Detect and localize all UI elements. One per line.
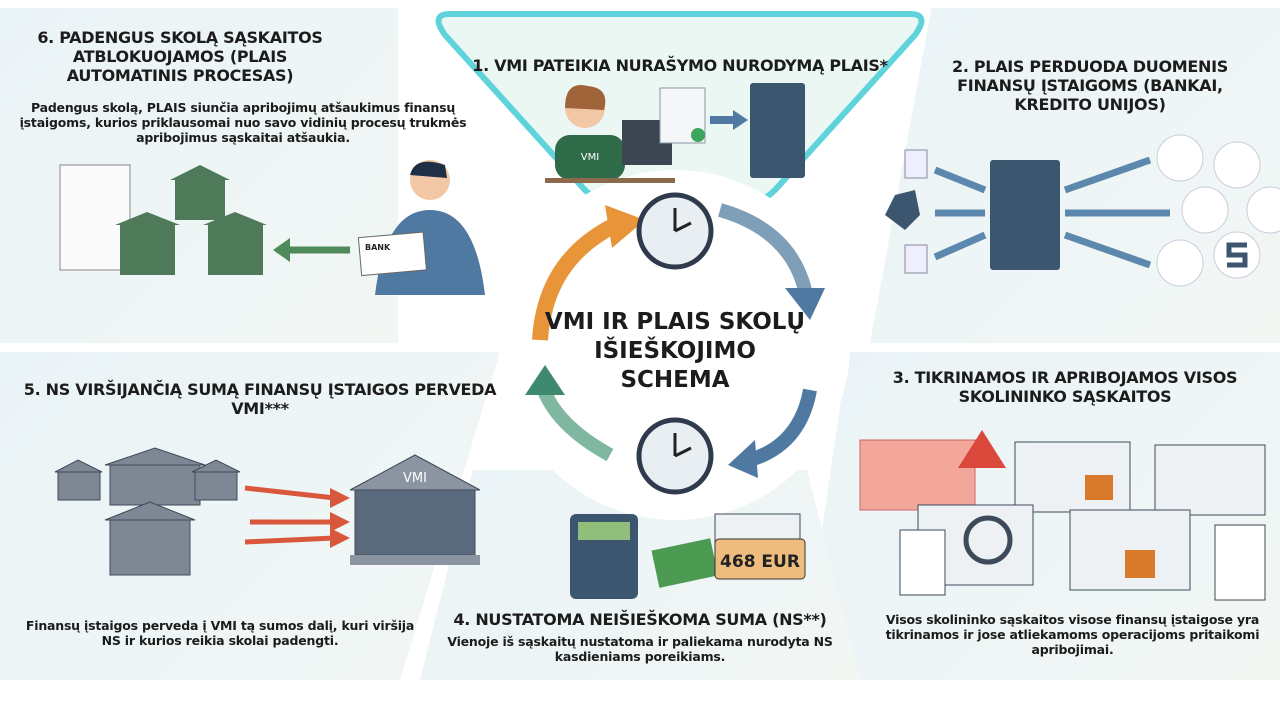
center-title-line: IŠIEŠKOJIMO (594, 337, 756, 364)
lock-icon (1085, 475, 1113, 500)
clock-icon (636, 192, 714, 270)
cash-icon (651, 538, 719, 588)
magnifier-icon (963, 515, 1013, 565)
center-title-line: SCHEMA (620, 366, 730, 393)
bank-logo (1181, 186, 1229, 234)
arrow-blue-bottom-head (728, 440, 758, 478)
arrow-orange-head (605, 205, 645, 248)
bank-icon (54, 459, 103, 473)
arrow-green-head (525, 365, 565, 395)
cycle-arrows (525, 203, 825, 478)
step-2-title: 2. PLAIS PERDUODA DUOMENIS FINANSŲ ĮSTAI… (951, 57, 1228, 115)
bank-logo (1246, 186, 1280, 234)
center-title-line: VMI IR PLAIS SKOLŲ (544, 309, 806, 335)
document-icon (904, 244, 928, 274)
step-6-description: Padengus skolą, PLAIS siunčia apribojimų… (19, 100, 467, 145)
step-5-description: Finansų įstaigos perveda į VMI tą sumos … (25, 618, 415, 648)
plais-distribution-illustration (885, 134, 1280, 287)
arrow-blue-top (718, 203, 812, 292)
document-list-icon (59, 164, 131, 271)
checklist-icon (899, 529, 946, 596)
clock-icon (636, 417, 714, 495)
amount-label: 468 EUR (720, 552, 800, 572)
server-icon (750, 83, 805, 178)
panel-step-2 (870, 8, 1280, 343)
step-4-description: Vienoje iš sąskaitų nustatoma ir palieka… (447, 634, 833, 664)
bank-icon (104, 447, 206, 466)
amount-tag (714, 538, 806, 580)
document-icon (904, 149, 928, 179)
step-4-title: 4. NUSTATOMA NEIŠIEŠKOMA SUMA (NS**) (453, 610, 827, 629)
paper-label: BANK (365, 243, 391, 252)
bank-paper (357, 231, 427, 277)
hexagon-icon (885, 190, 920, 230)
warning-icon (958, 430, 1006, 468)
server-icon (990, 160, 1060, 270)
bank-logo (1156, 134, 1204, 182)
center-title: VMI IR PLAIS SKOLŲ IŠIEŠKOJIMO SCHEMA (510, 308, 840, 394)
bank-icon (170, 165, 230, 180)
shirt-label: VMI (581, 152, 599, 163)
bank-logo (1213, 141, 1261, 189)
unblock-illustration: BANK (59, 160, 485, 295)
arrow-orange (532, 217, 619, 341)
bank-logo-s (1226, 242, 1248, 268)
arrow-blue-bottom (747, 388, 817, 467)
step-6-title: 6. PADENGUS SKOLĄ SĄSKAITOS ATBLOKUOJAMO… (37, 28, 323, 86)
arrow-green (535, 382, 614, 462)
bank-icon (203, 212, 267, 225)
bank-logo (1156, 239, 1204, 287)
step-3-description: Visos skolininko sąskaitos visose finans… (885, 612, 1260, 657)
calculator-money-illustration: 468 EUR (570, 513, 806, 599)
step-5-title: 5. NS VIRŠIJANČIĄ SUMĄ FINANSŲ ĮSTAIGOS … (23, 380, 497, 419)
panel-step-3 (800, 352, 1280, 680)
step-3-title: 3. TIKRINAMOS IR APRIBOJAMOS VISOS SKOLI… (892, 368, 1238, 407)
arrow-left (273, 238, 290, 262)
lock-icon (1125, 550, 1155, 578)
restricted-accounts-illustration (859, 430, 1266, 601)
banks-transfer-illustration: VMI (54, 447, 481, 576)
arrow-blue-top-head (785, 288, 825, 320)
building-label: VMI (403, 471, 427, 486)
vmi-employee-illustration: VMI (545, 83, 805, 183)
step-1-title: 1. VMI PATEIKIA NURAŠYMO NURODYMĄ PLAIS* (472, 56, 888, 75)
checklist-icon (1214, 524, 1266, 601)
bank-icon (115, 212, 180, 225)
